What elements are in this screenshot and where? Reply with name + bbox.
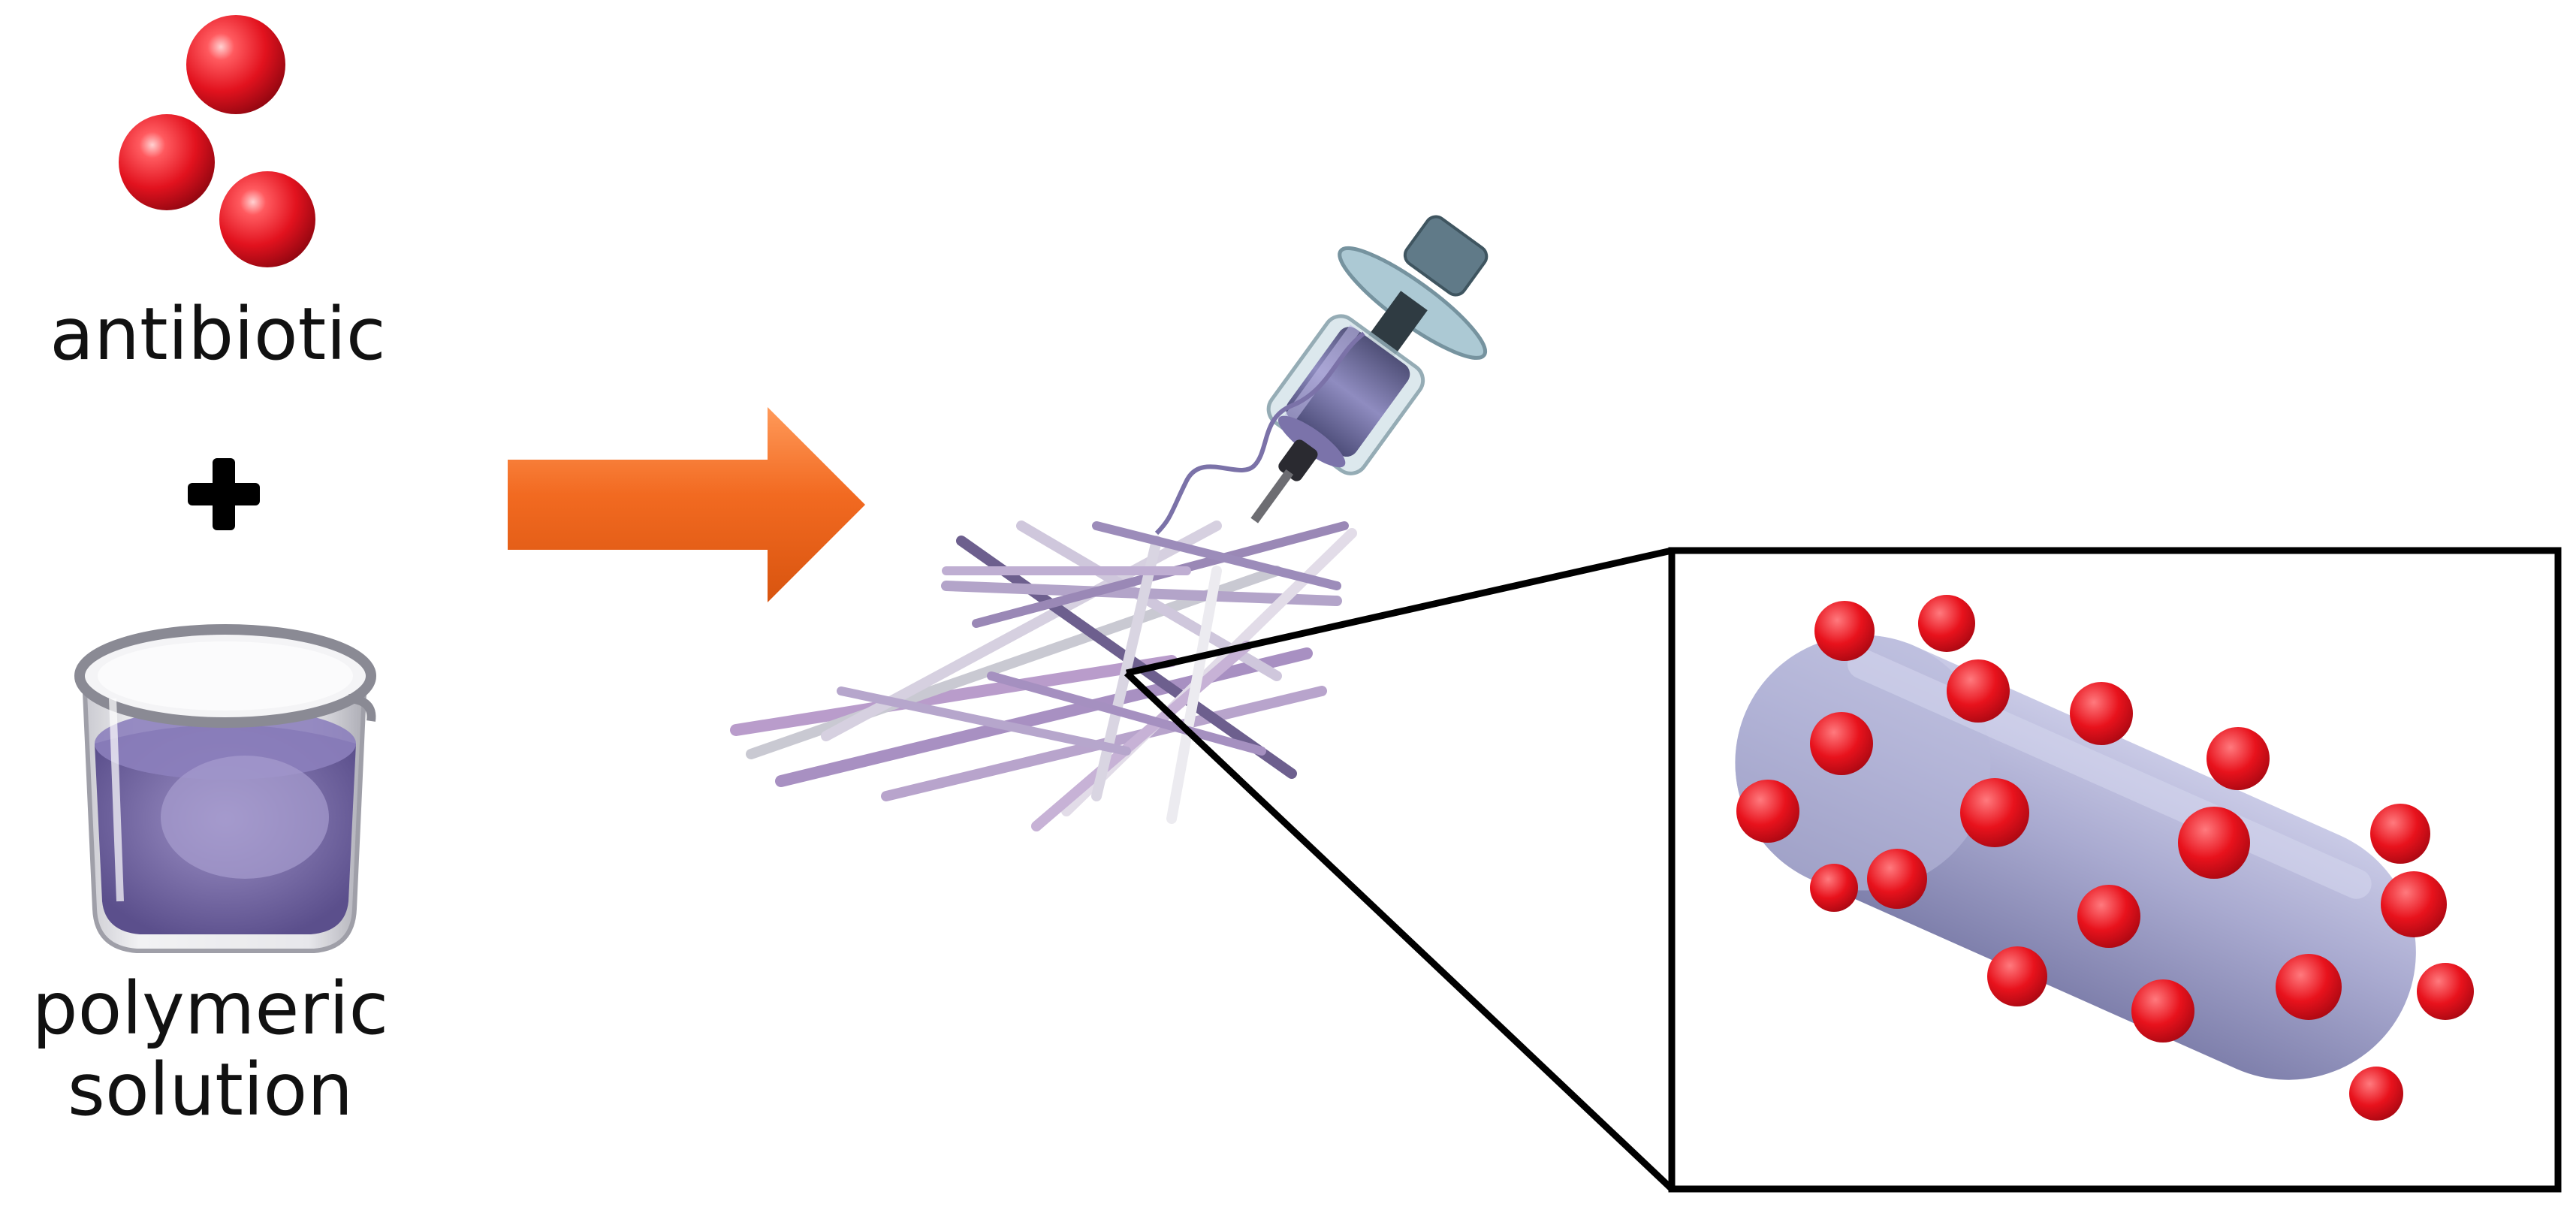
beaker-icon	[74, 624, 376, 953]
polymeric-label-line2: solution	[67, 1047, 354, 1132]
antibiotic-label: antibiotic	[50, 292, 386, 376]
fiber-jet	[1154, 331, 1365, 536]
antibiotic-spheres-icon	[119, 15, 315, 267]
polymeric-solution-label: polymeric solution	[0, 967, 421, 1132]
zoomed-fiber-icon	[1735, 595, 2474, 1121]
fiber-mat-icon	[730, 520, 1357, 831]
process-arrow-icon	[508, 407, 865, 602]
plus-icon	[188, 458, 260, 530]
syringe-icon	[1250, 215, 1489, 524]
polymeric-label-line1: polymeric	[32, 967, 389, 1051]
